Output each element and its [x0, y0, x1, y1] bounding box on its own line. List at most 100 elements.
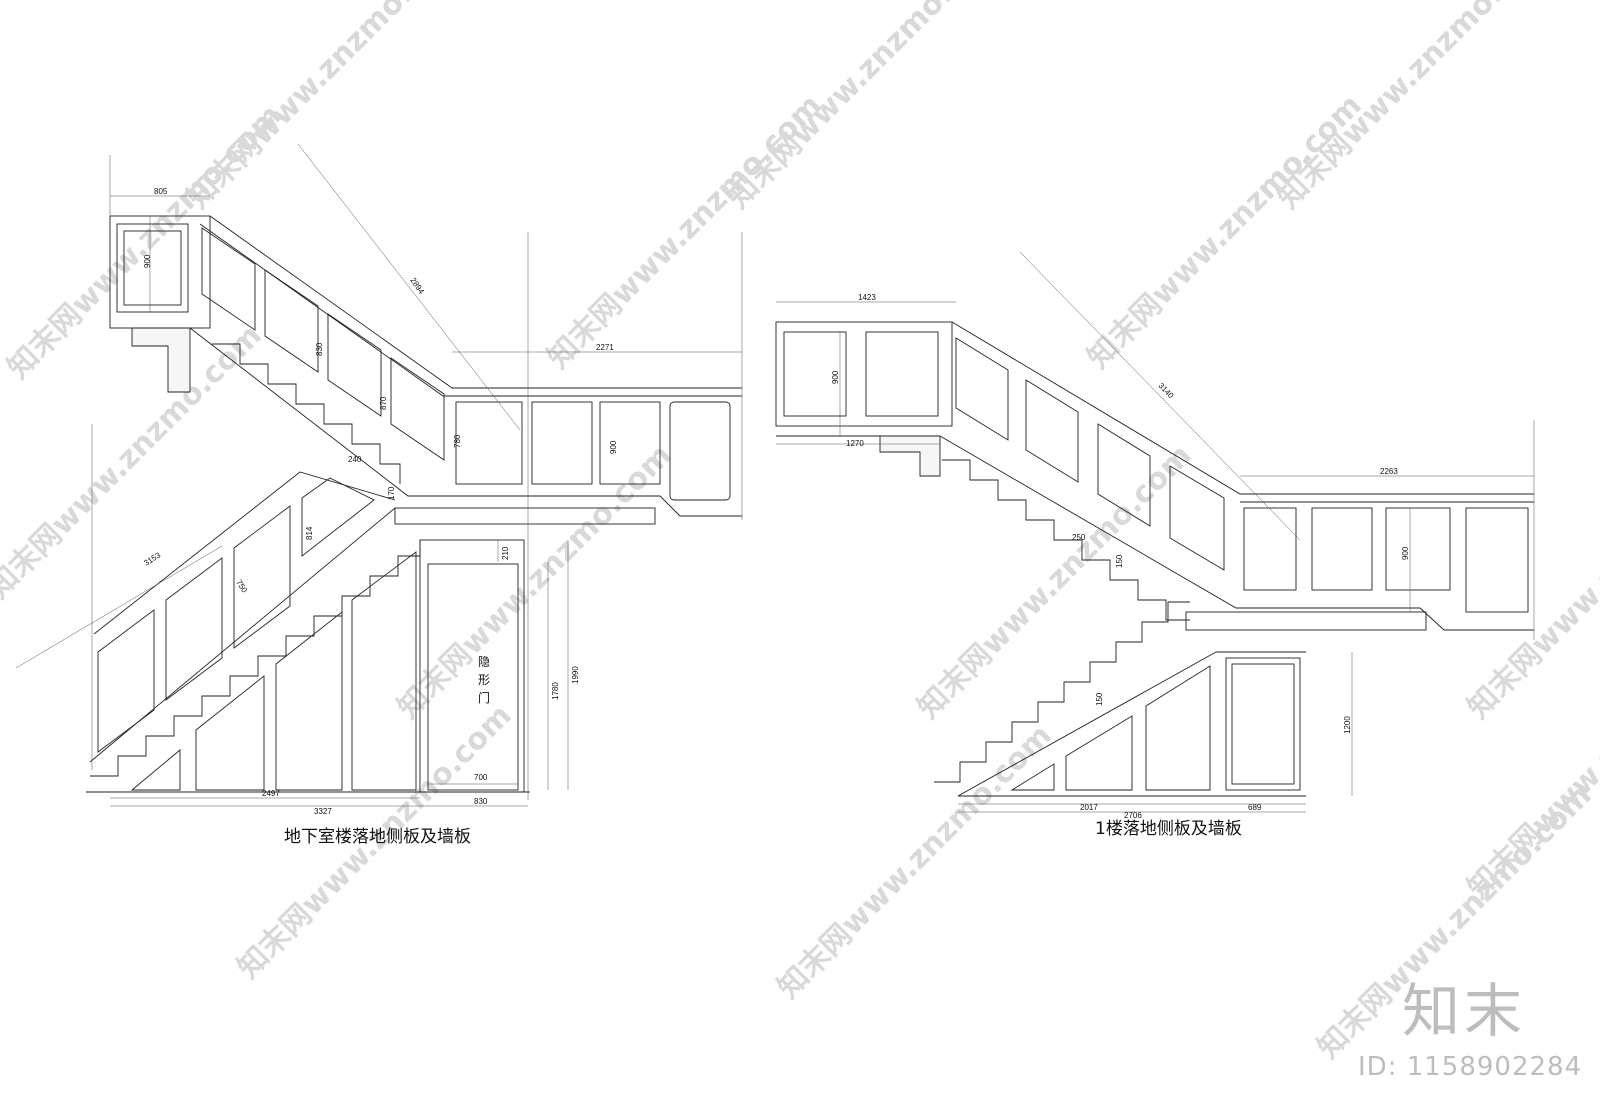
left-under-panel [130, 749, 181, 791]
right-dimension-lines [776, 251, 1535, 813]
dim-689: 689 [1248, 803, 1262, 812]
right-lower-slope [957, 651, 1217, 797]
left-stair-elevation [86, 215, 742, 793]
left-upper-steps [212, 343, 401, 484]
left-under-panel [351, 551, 417, 791]
dim-870: 870 [379, 396, 388, 410]
dim-900-left-top: 900 [143, 254, 152, 268]
right-upper-band-top [951, 321, 1534, 495]
left-landing-panel [599, 401, 661, 485]
dim-1200: 1200 [1343, 716, 1352, 734]
right-landing-panel [1243, 507, 1297, 591]
right-under-panel [1010, 763, 1055, 791]
right-under-panel [1145, 665, 1211, 791]
dim-2271: 2271 [596, 343, 614, 352]
hidden-door-label: 隐 形 门 [478, 655, 490, 705]
right-top-block [775, 321, 953, 427]
dim-250: 250 [1072, 533, 1086, 542]
dim-900-right-landing: 900 [1401, 546, 1410, 560]
right-top-panel [865, 331, 939, 417]
left-lower-panel [233, 505, 291, 649]
left-landing-slab [394, 507, 656, 525]
left-landing-panel [455, 401, 523, 485]
right-landing-panel [1385, 507, 1451, 591]
right-slope-panel [1025, 379, 1079, 483]
left-slope-panel [390, 357, 445, 461]
left-concrete-block [131, 327, 191, 393]
left-drawing-title: 地下室楼落地侧板及墙板 [284, 827, 471, 847]
dim-150-upper: 150 [1115, 554, 1124, 568]
left-upper-band-bottom [189, 327, 742, 517]
left-hidden-door [427, 563, 519, 791]
right-landing-panel [1465, 507, 1529, 613]
left-dimension-texts: 805 900 2894 830 870 780 2271 900 240 17… [142, 187, 618, 816]
watermark-text: 知末网www.znzmo.com [911, 438, 1199, 726]
dim-900-landing: 900 [609, 440, 618, 454]
right-under-door [1225, 657, 1301, 791]
dim-780: 780 [453, 434, 462, 448]
dim-1270: 1270 [846, 439, 864, 448]
dim-3153: 3153 [142, 550, 162, 567]
right-top-panel [783, 331, 847, 417]
dim-2263: 2263 [1380, 467, 1398, 476]
watermark-text: 知末网www.znzmo.com [1461, 438, 1600, 726]
left-landing-panel [531, 401, 593, 485]
dim-150-lower: 150 [1095, 692, 1104, 706]
left-upper-slope-mid [199, 223, 444, 397]
right-slope-panel [955, 337, 1009, 441]
right-lower-steps [934, 601, 1190, 783]
dim-2497: 2497 [262, 789, 280, 798]
left-slope-panel [264, 269, 319, 373]
left-lower-band-top [93, 471, 396, 635]
right-stair-elevation [775, 321, 1534, 797]
left-top-panel-inner [123, 230, 182, 306]
right-slope-panel [1097, 423, 1151, 527]
right-concrete-block [879, 435, 941, 477]
left-top-panel-outer [116, 223, 189, 313]
left-dimension-lines [15, 143, 743, 807]
watermark-text: 知末网www.znzmo.com [181, 0, 469, 216]
dim-1423: 1423 [858, 293, 876, 302]
dim-900-right-top: 900 [831, 370, 840, 384]
door-label-char: 隐 [478, 655, 490, 669]
dim-240: 240 [348, 455, 362, 464]
left-under-panel [275, 611, 343, 791]
dim-170: 170 [387, 486, 396, 500]
dim-750: 750 [234, 578, 249, 595]
dim-1990: 1990 [571, 666, 580, 684]
dim-830-bottom: 830 [474, 797, 488, 806]
dim-3140: 3140 [1157, 381, 1176, 400]
dim-3327: 3327 [314, 807, 332, 816]
left-landing-panel [669, 401, 731, 501]
door-label-char: 形 [478, 673, 490, 687]
right-upper-steps [942, 459, 1190, 621]
watermark-text: 知末网www.znzmo.com [391, 438, 679, 726]
left-lower-panel [165, 557, 223, 701]
brand-logo-text: 知末 [1402, 977, 1527, 1045]
left-lower-panel [97, 609, 155, 753]
dim-210: 210 [501, 546, 510, 560]
dim-2706: 2706 [1124, 811, 1142, 820]
right-landing-slab [1185, 611, 1427, 631]
watermark-text: 知末网www.znzmo.com [1081, 88, 1369, 376]
left-slope-panel [327, 313, 382, 417]
left-upper-band-top [209, 215, 742, 389]
watermark-text: 知末网www.znzmo.com [771, 718, 1059, 1006]
left-lower-steps [90, 540, 421, 777]
right-landing-panel [1311, 507, 1373, 591]
dim-1780: 1780 [551, 682, 560, 700]
watermark-id: ID: 1158902284 [1358, 1052, 1583, 1082]
right-slope-panel [1169, 465, 1225, 571]
watermark-text: 知末网www.znzmo.com [1271, 0, 1559, 216]
right-drawing-title: 1楼落地侧板及墙板 [1095, 819, 1242, 839]
dim-2017: 2017 [1080, 803, 1098, 812]
left-lower-panel [301, 477, 375, 557]
left-slope-panel [201, 227, 256, 331]
dim-700: 700 [474, 773, 488, 782]
dim-805: 805 [154, 187, 168, 196]
left-under-panel [195, 675, 265, 791]
right-under-door-inner [1231, 663, 1295, 785]
door-label-char: 门 [478, 690, 490, 705]
dim-814: 814 [305, 526, 314, 540]
dim-830-upper: 830 [315, 342, 324, 356]
